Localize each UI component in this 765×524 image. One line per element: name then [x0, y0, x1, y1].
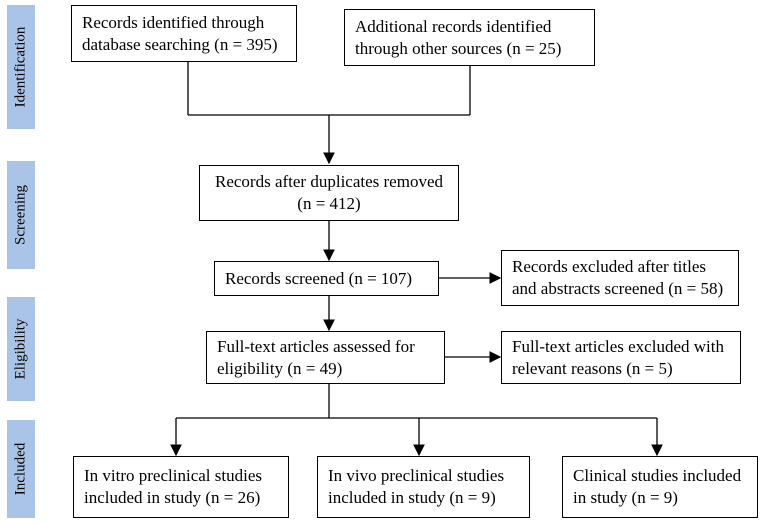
box-excluded-titles: Records excluded after titles and abstra… — [501, 250, 739, 306]
phase-screening: Screening — [7, 161, 35, 269]
box-database-records-text: Records identified through database sear… — [82, 12, 278, 54]
box-other-records: Additional records identified through ot… — [344, 9, 595, 66]
box-database-records: Records identified through database sear… — [71, 5, 297, 62]
phase-included: Included — [7, 420, 35, 518]
phase-eligibility: Eligibility — [7, 297, 35, 401]
box-in-vitro-text: In vitro preclinical studies included in… — [84, 466, 262, 507]
box-fulltext-excluded-text: Full-text articles excluded with relevan… — [512, 336, 724, 378]
box-fulltext-assessed: Full-text articles assessed for eligibil… — [206, 331, 445, 384]
box-excluded-titles-text: Records excluded after titles and abstra… — [512, 257, 724, 298]
box-after-duplicates: Records after duplicates removed (n = 41… — [199, 165, 459, 221]
phase-identification: Identification — [7, 5, 35, 129]
box-after-duplicates-text: Records after duplicates removed (n = 41… — [215, 172, 443, 213]
box-clinical: Clinical studies included in study (n = … — [562, 456, 758, 518]
phase-screening-label: Screening — [12, 185, 29, 245]
box-in-vivo: In vivo preclinical studies included in … — [317, 456, 530, 518]
box-in-vivo-text: In vivo preclinical studies included in … — [328, 466, 505, 507]
box-screened: Records screened (n = 107) — [214, 261, 439, 296]
box-in-vitro: In vitro preclinical studies included in… — [73, 456, 289, 518]
box-clinical-text: Clinical studies included in study (n = … — [573, 466, 742, 507]
phase-eligibility-label: Eligibility — [12, 318, 29, 380]
phase-included-label: Included — [12, 442, 29, 496]
box-fulltext-excluded: Full-text articles excluded with relevan… — [501, 331, 741, 384]
box-fulltext-assessed-text: Full-text articles assessed for eligibil… — [217, 336, 415, 378]
box-other-records-text: Additional records identified through ot… — [355, 16, 562, 58]
phase-identification-label: Identification — [12, 26, 29, 108]
box-screened-text: Records screened (n = 107) — [225, 268, 413, 288]
